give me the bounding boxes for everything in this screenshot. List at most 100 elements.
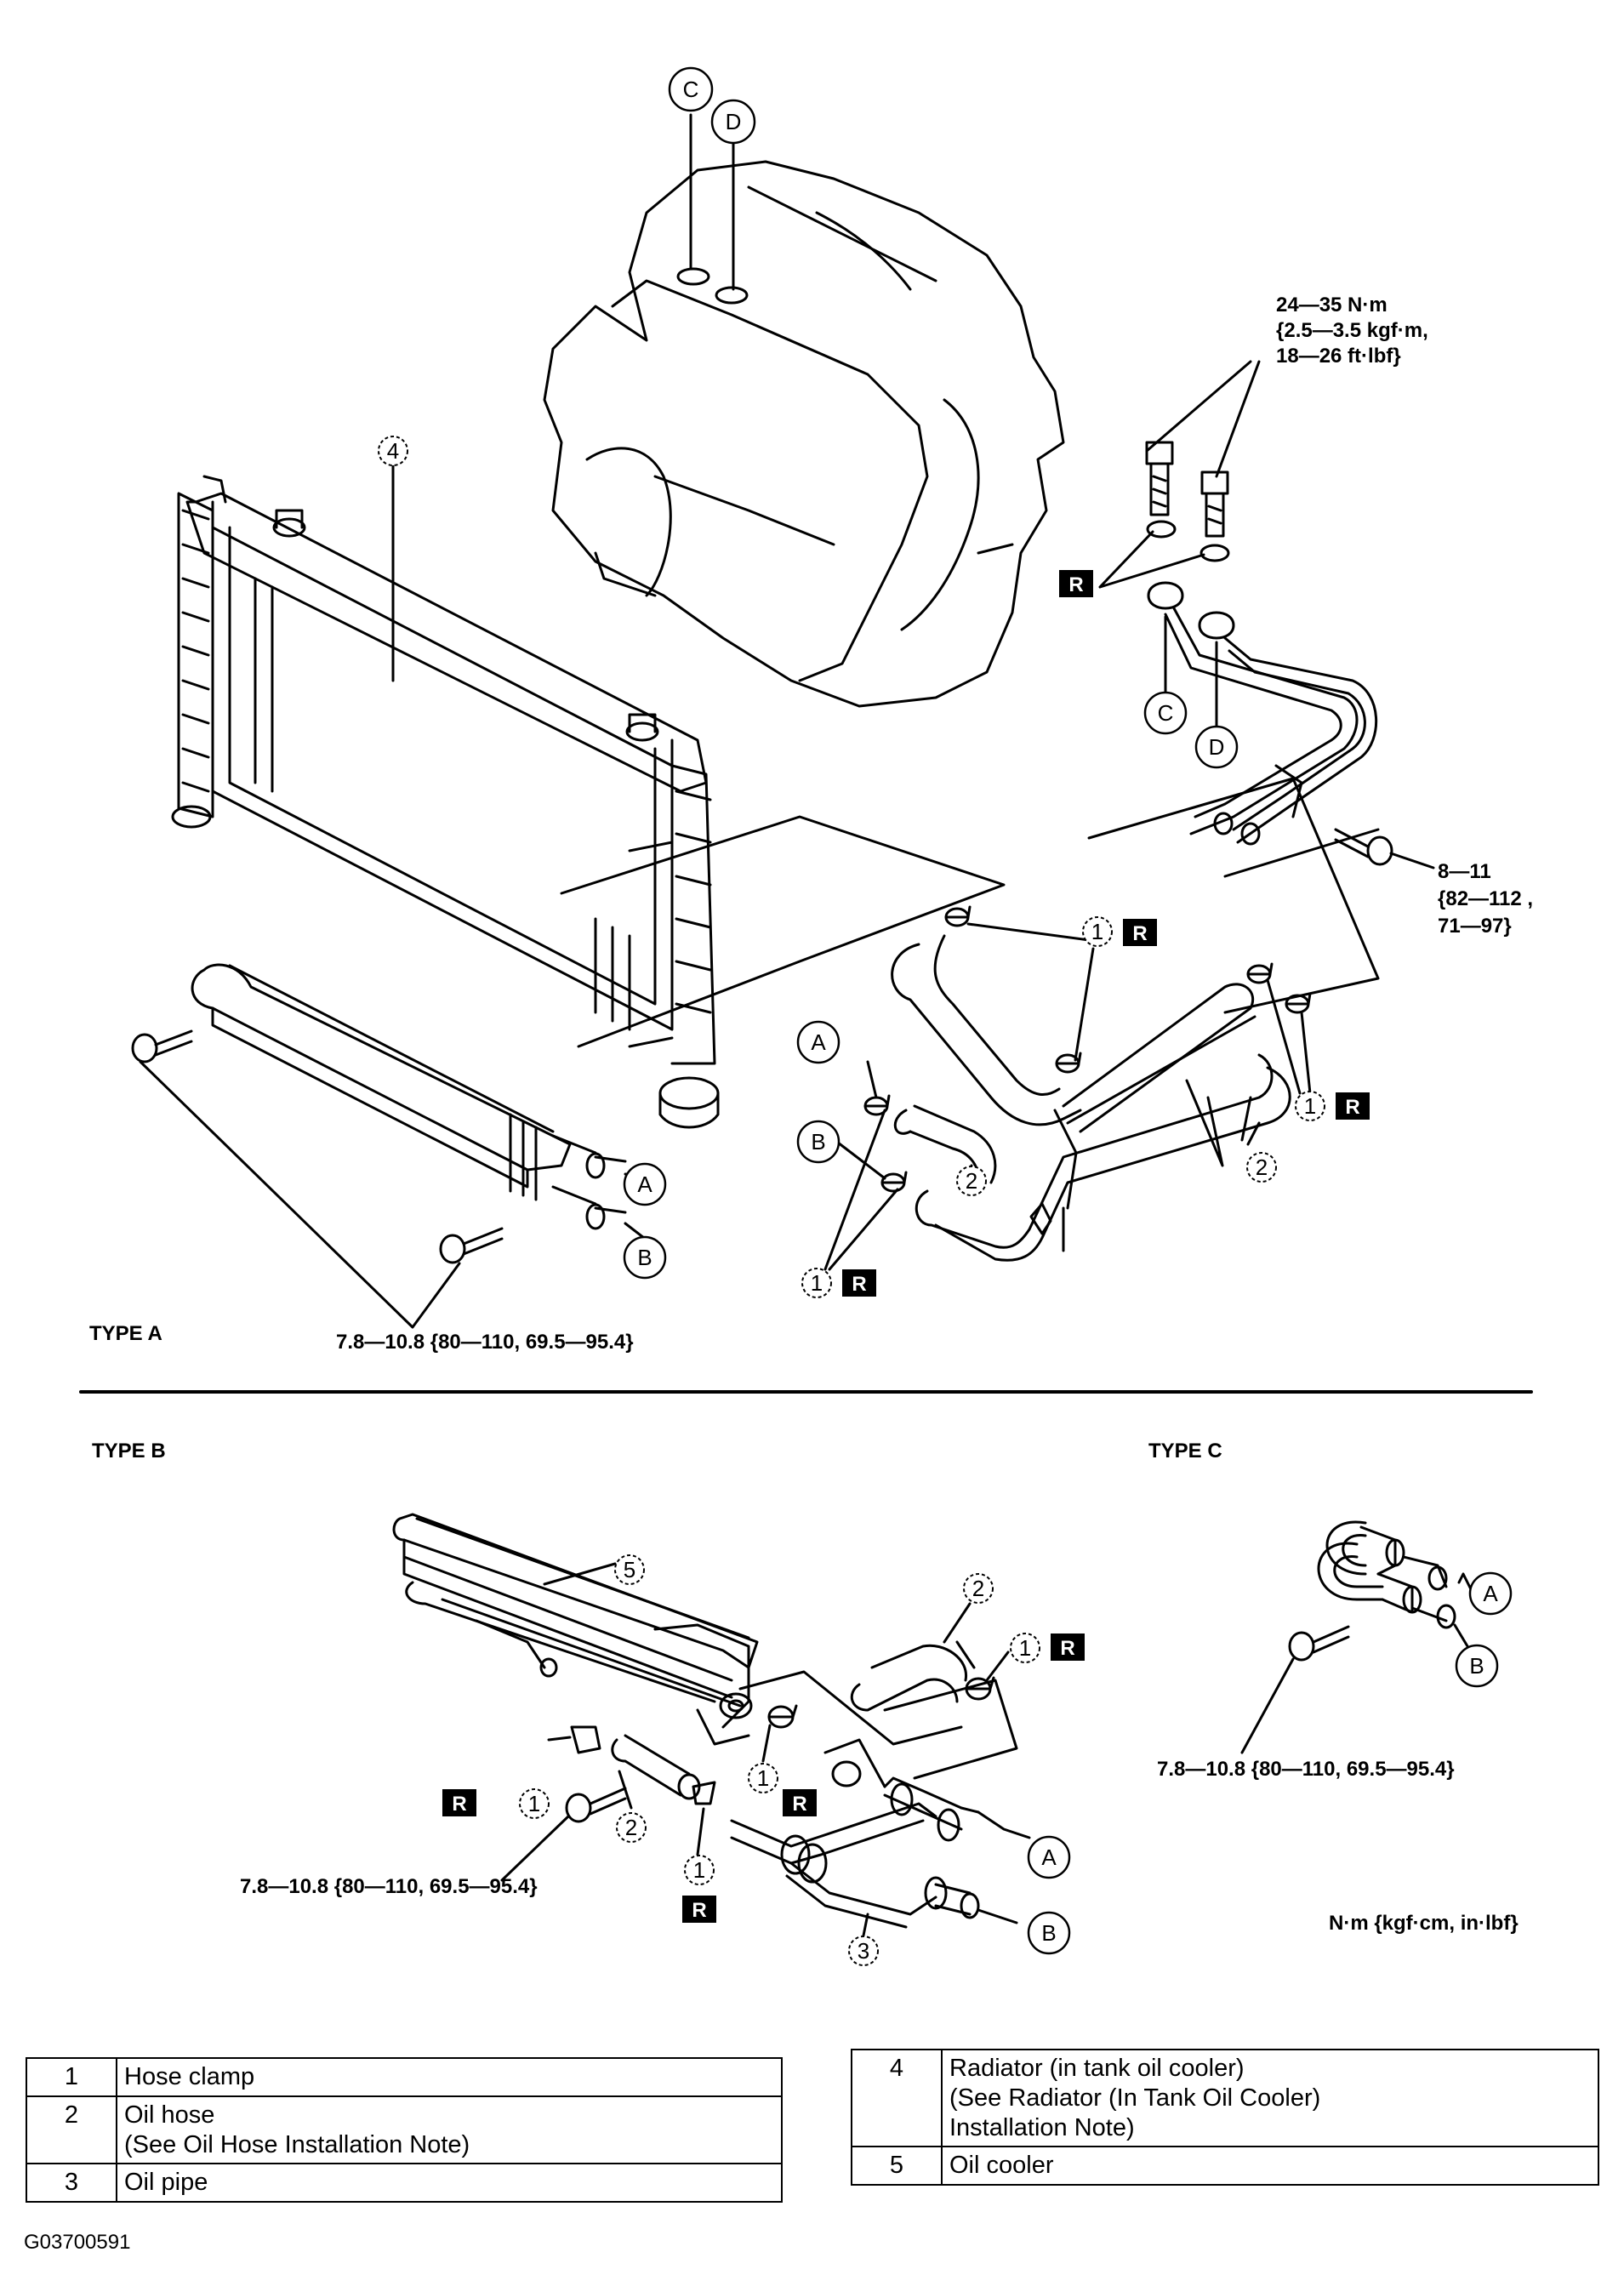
callout-1-type-b-cooler-text: 1 (757, 1765, 769, 1791)
unit-note: N·m {kgf·cm, in·lbf} (1329, 1912, 1519, 1935)
clamp-3 (1246, 962, 1274, 984)
callout-1-right-text: 1 (1304, 1093, 1316, 1119)
leader-b-type-b (977, 1908, 1018, 1924)
part-number: 2 (26, 2095, 117, 2165)
replace-box-right (1336, 1092, 1370, 1120)
part-number: 1 (26, 2057, 117, 2097)
table-row: 3 Oil pipe (26, 2163, 783, 2204)
callout-2-type-b-upper (963, 1573, 994, 1604)
replace-box-type-b-upper (1051, 1633, 1085, 1661)
callout-b-type-a (623, 1235, 667, 1280)
callout-2-b-text: 2 (1256, 1155, 1268, 1180)
fitting-type-b (831, 1760, 862, 1787)
bolt-8-11 (1334, 828, 1393, 866)
bolt-24-35-left (1145, 441, 1174, 516)
callout-2-a-text: 2 (966, 1168, 977, 1194)
oil-pipe-type-a (1147, 581, 1378, 846)
leader-torque-24-a (1145, 360, 1252, 453)
clamp-4 (1285, 992, 1312, 1014)
leader-a-type-b (977, 1810, 1031, 1839)
oil-hose-lower-type-a (915, 983, 1291, 1262)
callout-d-pipe-text: D (1209, 734, 1225, 760)
torque-type-c: 7.8—10.8 {80—110, 69.5—95.4} (1157, 1758, 1455, 1781)
torque-24-35-line1: 24—35 N·m (1276, 294, 1388, 316)
torque-8-11-line1: 8—11 (1438, 860, 1491, 883)
clamp-1 (944, 905, 972, 927)
oil-hose-type-b-upper (850, 1640, 976, 1712)
transaxle-drawing (543, 160, 1065, 708)
callout-3-text: 3 (858, 1938, 869, 1964)
torque-type-b: 7.8—10.8 {80—110, 69.5—95.4} (240, 1875, 538, 1898)
figure-id: G03700591 (24, 2231, 131, 2254)
washer-left (1146, 520, 1177, 539)
callout-4 (378, 436, 408, 466)
callout-2-type-b-left-text: 2 (625, 1815, 637, 1840)
callout-b-clamp-text: B (811, 1129, 825, 1155)
leader-r-washers (1098, 530, 1205, 589)
replace-box-top (1123, 919, 1157, 946)
replace-text-top: R (1132, 922, 1147, 945)
replace-text-left: R (852, 1273, 866, 1296)
leader-clamp-left (823, 1109, 899, 1271)
part-description: Oil pipe (116, 2163, 783, 2204)
torque-24-35-line2: {2.5—3.5 kgf·m, (1276, 319, 1428, 342)
leader-1-type-b-mid (696, 1807, 705, 1856)
callout-1-right (1295, 1091, 1325, 1121)
callout-2-type-b-upper-text: 2 (972, 1576, 984, 1601)
callout-2-b (1246, 1152, 1277, 1183)
type-b-label: TYPE B (92, 1440, 166, 1462)
callout-b-type-b-text: B (1041, 1920, 1056, 1946)
callout-1-type-b-upper-text: 1 (1019, 1635, 1031, 1661)
part-description: Hose clamp (116, 2057, 783, 2097)
callout-a-type-b (1027, 1835, 1071, 1879)
bolt-type-a-upper (131, 1029, 193, 1063)
callout-1-top (1082, 916, 1113, 947)
oil-cooler-type-a (191, 963, 627, 1230)
callout-a-clamp (796, 1020, 840, 1064)
bolt-24-35-right (1200, 470, 1229, 538)
callout-c-top (668, 66, 714, 112)
replace-text-type-b-left: R (452, 1793, 466, 1816)
table-row: 4 Radiator (in tank oil cooler) (See Rad… (851, 2048, 1599, 2148)
leader-type-c-torque (1240, 1657, 1295, 1754)
leader-clamp-right (1266, 978, 1312, 1095)
bolt-type-a-lower (439, 1227, 504, 1264)
callout-c-pipe-text: C (1158, 700, 1174, 726)
replace-box-left (842, 1269, 876, 1297)
callout-d-top-text: D (726, 109, 742, 134)
part-number: 4 (851, 2048, 943, 2148)
callout-2-a (956, 1166, 987, 1196)
part-description: Radiator (in tank oil cooler) (See Radia… (941, 2048, 1599, 2148)
leader-type-a-torque (139, 1060, 461, 1329)
callout-b-type-a-text: B (637, 1245, 652, 1270)
replace-text-right: R (1345, 1096, 1359, 1119)
replace-text-washers: R (1068, 573, 1083, 596)
clamp-6 (880, 1171, 908, 1193)
oil-pipe-type-b (730, 1776, 980, 1929)
plane-type-b-1 (738, 1670, 963, 1746)
leader-2-type-b-left (618, 1770, 633, 1810)
oil-cooler-type-c (1317, 1520, 1456, 1629)
callout-1-type-b-left (519, 1788, 550, 1819)
leader-3-type-b (862, 1913, 869, 1937)
table-row: 5 Oil cooler (851, 2146, 1599, 2187)
clamp-type-b-mid (692, 1781, 716, 1805)
table-row: 1 Hose clamp (26, 2057, 783, 2097)
oil-cooler-type-b (392, 1513, 759, 1746)
callout-b-type-b (1027, 1911, 1071, 1955)
washer-right (1199, 544, 1230, 562)
callout-a-type-c (1468, 1571, 1513, 1616)
replace-box-washers (1059, 570, 1093, 597)
clamp-2 (1055, 1052, 1082, 1074)
torque-8-11-line2: {82—112 , (1438, 887, 1533, 910)
callout-4-text: 4 (387, 438, 399, 464)
callout-a-clamp-text: A (811, 1029, 826, 1055)
callout-1-type-b-mid-text: 1 (693, 1857, 705, 1883)
plane-outline-1 (560, 815, 1006, 1048)
callout-1-type-b-upper (1010, 1633, 1040, 1663)
leader-b-clamp (836, 1141, 886, 1180)
callout-5 (614, 1554, 645, 1585)
callout-b-clamp (796, 1120, 840, 1164)
callout-c-pipe (1143, 691, 1188, 735)
